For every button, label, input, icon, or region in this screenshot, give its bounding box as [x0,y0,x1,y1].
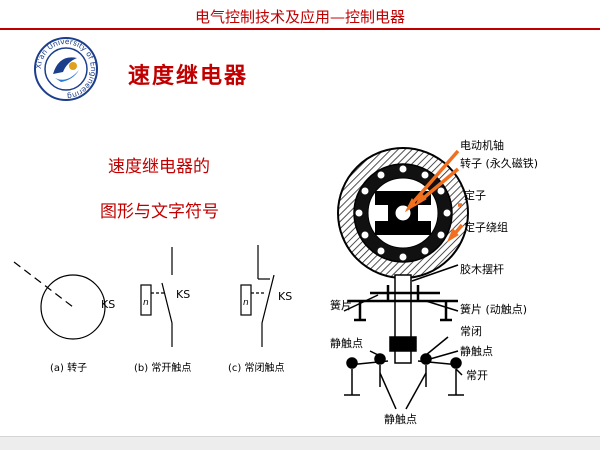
mechanism [343,264,464,410]
rotor-symbol [13,261,106,340]
label-no: 常开 [466,369,488,382]
caption-nc-contact: (c) 常闭触点 [228,361,284,374]
label-rotor: 转子 (永久磁铁) [460,156,538,170]
header-divider [0,28,600,30]
indicator-arrows [404,149,464,243]
subtitle-line-1: 速度继电器的 [108,157,210,177]
label-rubber-rod: 胶木摆杆 [460,262,504,276]
caption-rotor: (a) 转子 [50,361,87,374]
university-logo: Xi'an University of Engineering [34,37,98,101]
speed-relay-structure-diagram: 电动机轴 转子 (永久磁铁) 定子 定子绕组 胶木摆杆 簧片 簧片 (动触点) … [330,138,538,426]
winding-dots [355,165,451,261]
label-spring-left: 簧片 [330,298,352,312]
label-static-bottom: 静触点 [384,412,417,426]
subtitle-line-2: 图形与文字符号 [100,202,219,222]
label-static-right: 静触点 [460,344,493,358]
footer-strip [0,436,600,450]
coil-marker-c: n [243,298,249,308]
coil-marker-b: n [143,298,149,308]
label-stator: 定子 [464,188,486,202]
label-static-left: 静触点 [330,336,363,350]
label-shaft: 电动机轴 [460,138,504,152]
label-spring-moving: 簧片 (动触点) [460,302,527,316]
no-contact-ks-label: KS [176,288,190,301]
label-stator-winding: 定子绕组 [464,220,508,234]
normally-open-symbol [140,247,173,347]
slide-title: 速度继电器 [128,64,249,89]
course-title: 电气控制技术及应用—控制电器 [194,8,405,26]
normally-closed-symbol [240,245,275,347]
caption-no-contact: (b) 常开触点 [134,361,191,374]
rotor-ks-label: KS [101,298,115,311]
nc-contact-ks-label: KS [278,290,292,303]
label-nc: 常闭 [460,325,482,338]
graphic-symbols: KS (a) 转子 n KS (b) 常开触点 n KS (c) 常闭触点 [13,245,292,374]
